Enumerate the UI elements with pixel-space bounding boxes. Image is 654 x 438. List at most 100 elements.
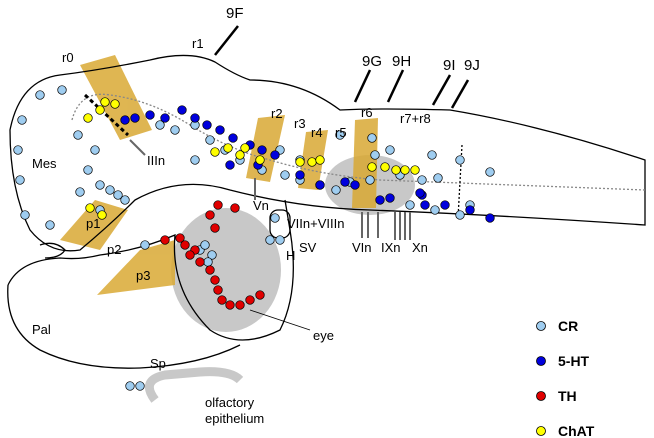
- olfactory-epithelium: [144, 367, 244, 403]
- cr-cell: [405, 200, 415, 210]
- 5ht-cell: [228, 133, 238, 143]
- panel-label-9i: 9I: [443, 57, 456, 74]
- th-cell: [180, 240, 190, 250]
- cr-cell: [190, 155, 200, 165]
- cr-cell: [430, 205, 440, 215]
- legend-5ht-swatch: [536, 356, 546, 366]
- th-cell: [217, 295, 227, 305]
- 5ht-cell: [270, 150, 280, 160]
- cr-cell: [433, 173, 443, 183]
- eye-pointer: [249, 309, 311, 331]
- cr-cell: [155, 120, 165, 130]
- 5ht-cell: [160, 113, 170, 123]
- labels: r0 r1 r2 r3 r4 r5 r6 r7+r8 Mes p1 p2 p3 …: [32, 5, 480, 426]
- forebrain-outline: [7, 199, 294, 341]
- 5ht-cell: [215, 125, 225, 135]
- band-p1: [60, 200, 128, 250]
- cr-cell: [125, 381, 135, 391]
- th-cell: [255, 290, 265, 300]
- cr-cell: [83, 165, 93, 175]
- pointer-9g: [353, 69, 372, 103]
- cell-dots: [13, 85, 495, 391]
- cr-cell: [370, 150, 380, 160]
- panel-label-9f: 9F: [226, 5, 244, 22]
- panel-label-9g: 9G: [362, 53, 382, 70]
- label-xn: Xn: [412, 240, 428, 255]
- label-olfactory: olfactory: [205, 395, 255, 410]
- label-epithelium: epithelium: [205, 411, 264, 426]
- cr-cell: [73, 130, 83, 140]
- label-sv: SV: [299, 240, 317, 255]
- cr-cell: [90, 145, 100, 155]
- 5ht-cell: [485, 213, 495, 223]
- nerve-iiin: [129, 139, 146, 156]
- 5ht-cell: [120, 115, 130, 125]
- chat-cell: [391, 165, 401, 175]
- cr-cell: [275, 235, 285, 245]
- cr-cell: [105, 185, 115, 195]
- chat-cell: [100, 97, 110, 107]
- pointer-9j: [450, 79, 470, 109]
- chat-cell: [240, 143, 250, 153]
- legend-cr-label: CR: [558, 318, 578, 334]
- chat-cell: [315, 155, 325, 165]
- cr-cell: [170, 125, 180, 135]
- label-r4: r4: [311, 125, 323, 140]
- cr-cell: [331, 185, 341, 195]
- chat-cell: [235, 150, 245, 160]
- cr-cell: [45, 220, 55, 230]
- ventricle-line: [71, 93, 646, 191]
- 5ht-cell: [385, 193, 395, 203]
- label-r6: r6: [361, 105, 373, 120]
- legend-th-swatch: [536, 391, 546, 401]
- th-cell: [230, 203, 240, 213]
- cr-cell: [17, 115, 27, 125]
- pointer-9i: [431, 74, 452, 106]
- chat-cell: [307, 157, 317, 167]
- cr-cell: [57, 85, 67, 95]
- cr-cell: [120, 195, 130, 205]
- th-cell: [185, 250, 195, 260]
- 5ht-cell: [130, 113, 140, 123]
- brain-outline: [9, 54, 646, 252]
- outlines: [7, 54, 646, 369]
- cr-cell: [135, 381, 145, 391]
- th-cell: [205, 265, 215, 275]
- 5ht-cell: [375, 195, 385, 205]
- legend-chat-swatch: [536, 426, 546, 436]
- pointer-9f: [214, 25, 239, 56]
- 5ht-cell: [350, 180, 360, 190]
- label-sp: Sp: [150, 356, 166, 371]
- pointer-9h: [386, 69, 405, 103]
- cr-cell: [385, 145, 395, 155]
- th-cell: [195, 257, 205, 267]
- r0-boundary: [83, 93, 130, 137]
- label-r3: r3: [294, 116, 306, 131]
- panel-label-9j: 9J: [464, 57, 480, 74]
- chat-cell: [110, 99, 120, 109]
- panel-label-9h: 9H: [392, 53, 411, 70]
- cr-cell: [95, 180, 105, 190]
- 5ht-cell: [465, 205, 475, 215]
- cr-cell: [270, 213, 280, 223]
- th-cell: [245, 295, 255, 305]
- cr-cell: [13, 145, 23, 155]
- chat-cell: [83, 113, 93, 123]
- ventral-outline: [7, 284, 241, 369]
- cr-cell: [265, 235, 275, 245]
- cr-cell: [455, 155, 465, 165]
- cr-cell: [15, 175, 25, 185]
- label-viin-viiin: VIIn+VIIIn: [287, 216, 344, 231]
- th-cell: [160, 235, 170, 245]
- 5ht-cell: [295, 170, 305, 180]
- legend-cr-swatch: [536, 321, 546, 331]
- th-cell: [205, 210, 215, 220]
- chat-cell: [255, 155, 265, 165]
- label-vin: VIn: [352, 240, 372, 255]
- chat-cell: [380, 162, 390, 172]
- cr-cell: [427, 150, 437, 160]
- band-r0: [80, 55, 152, 140]
- cr-cell: [417, 175, 427, 185]
